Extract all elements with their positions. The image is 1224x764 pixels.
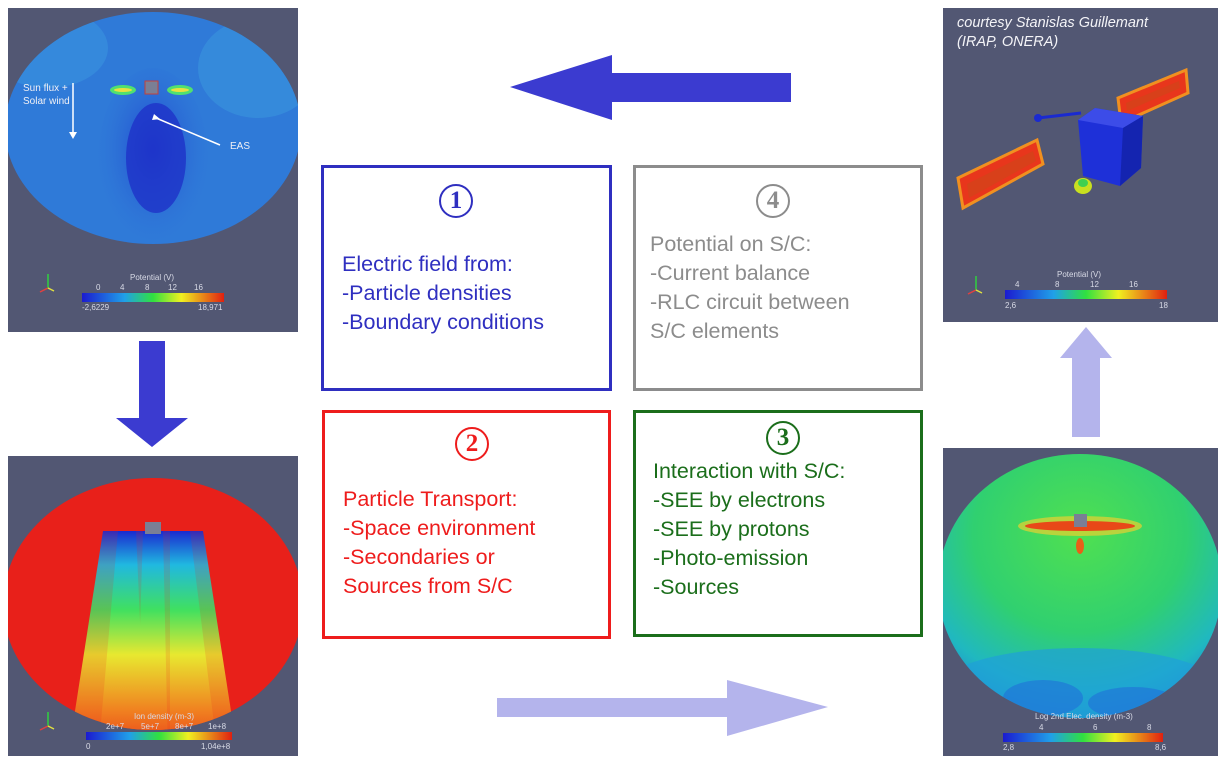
step-1-number: 1	[439, 184, 473, 218]
scale-tick: 4	[1015, 280, 1020, 289]
scale-max: 18	[1159, 301, 1168, 310]
eas-label: EAS	[230, 141, 251, 152]
axis-triad-icon	[39, 712, 55, 731]
credit-line-1: courtesy Stanislas Guillemant	[957, 15, 1148, 31]
step-2-line: Sources from S/C	[343, 574, 513, 598]
arrow-right-bottom	[497, 680, 828, 736]
arrow-up-right	[1060, 327, 1112, 437]
scale-tick: 8	[1147, 723, 1152, 732]
axis-triad-icon	[39, 274, 55, 293]
step-4-line: S/C elements	[650, 319, 780, 343]
scale-tick: 16	[1129, 280, 1138, 289]
ion-density-panel: Ion density (m-3) 2e+7 5e+7 8e+7 1e+8 0 …	[8, 456, 298, 756]
electron-density-color-scale	[1003, 733, 1163, 742]
step-3-line: -SEE by electrons	[653, 488, 826, 512]
scale-tick: 12	[1090, 280, 1099, 289]
scale-title: Log 2nd Elec. density (m-3)	[1035, 712, 1133, 721]
scale-title: Ion density (m-3)	[134, 712, 195, 721]
credit-line-2: (IRAP, ONERA)	[957, 34, 1059, 50]
scale-min: -2,6229	[82, 303, 110, 312]
ion-density-color-scale	[86, 732, 232, 740]
scale-tick: 8	[1055, 280, 1060, 289]
step-3-interaction-box: 3 Interaction with S/C: -SEE by electron…	[633, 410, 923, 637]
step-1-line: -Boundary conditions	[342, 310, 544, 334]
scale-tick: 12	[168, 283, 177, 292]
scale-max: 18,971	[198, 303, 223, 312]
eas-pointer	[155, 117, 221, 146]
potential-map-panel: Sun flux + Solar wind EAS Potential (V) …	[8, 8, 298, 332]
scale-tick: 6	[1093, 723, 1098, 732]
potential-color-scale	[1005, 290, 1167, 299]
scale-tick: 8e+7	[175, 722, 194, 731]
scale-tick: 1e+8	[208, 722, 227, 731]
step-2-line: -Secondaries or	[343, 545, 495, 569]
ion-density-image	[8, 478, 298, 740]
step-4-line: -RLC circuit between	[650, 290, 850, 314]
step-1-line: Electric field from:	[342, 252, 513, 276]
scale-max: 1,04e+8	[201, 742, 231, 751]
step-4-potential-box: 4 Potential on S/C: -Current balance -RL…	[633, 165, 923, 391]
step-2-line: -Space environment	[343, 516, 536, 540]
scale-min: 0	[86, 742, 91, 751]
step-4-line: -Current balance	[650, 261, 811, 285]
step-2-particle-transport-box: 2 Particle Transport: -Space environment…	[322, 410, 611, 639]
step-1-electric-field-box: 1 Electric field from: -Particle densiti…	[321, 165, 612, 391]
scale-tick: 16	[194, 283, 203, 292]
scale-tick: 8	[145, 283, 150, 292]
scale-title: Potential (V)	[130, 273, 175, 282]
scale-min: 2,8	[1003, 743, 1015, 752]
step-4-line: Potential on S/C:	[650, 232, 812, 256]
solar-wind-label: Solar wind	[23, 96, 70, 107]
step-1-line: -Particle densities	[342, 281, 512, 305]
potential-map-image	[8, 12, 298, 302]
step-3-line: -Photo-emission	[653, 546, 809, 570]
secondary-electron-density-panel: Log 2nd Elec. density (m-3) 4 6 8 2,8 8,…	[943, 448, 1218, 756]
scale-tick: 0	[96, 283, 101, 292]
axis-triad-icon	[967, 276, 983, 295]
arrow-down-left	[116, 341, 188, 447]
potential-color-scale	[82, 293, 224, 302]
step-2-line: Particle Transport:	[343, 487, 518, 511]
scale-tick: 4	[1039, 723, 1044, 732]
step-3-line: -Sources	[653, 575, 740, 599]
scale-tick: 5e+7	[141, 722, 160, 731]
scale-tick: 4	[120, 283, 125, 292]
scale-title: Potential (V)	[1057, 270, 1102, 279]
sun-flux-label: Sun flux +	[23, 83, 68, 94]
spacecraft-model-image	[956, 67, 1190, 299]
step-2-number: 2	[455, 427, 489, 461]
step-3-line: Interaction with S/C:	[653, 459, 846, 483]
scale-max: 8,6	[1155, 743, 1167, 752]
step-4-number: 4	[756, 184, 790, 218]
secondary-electron-density-image	[943, 454, 1218, 742]
step-3-number: 3	[766, 421, 800, 455]
arrow-left-top	[510, 55, 791, 120]
spacecraft-panel: courtesy Stanislas Guillemant (IRAP, ONE…	[943, 8, 1218, 322]
scale-min: 2,6	[1005, 301, 1017, 310]
scale-tick: 2e+7	[106, 722, 125, 731]
step-3-line: -SEE by protons	[653, 517, 810, 541]
